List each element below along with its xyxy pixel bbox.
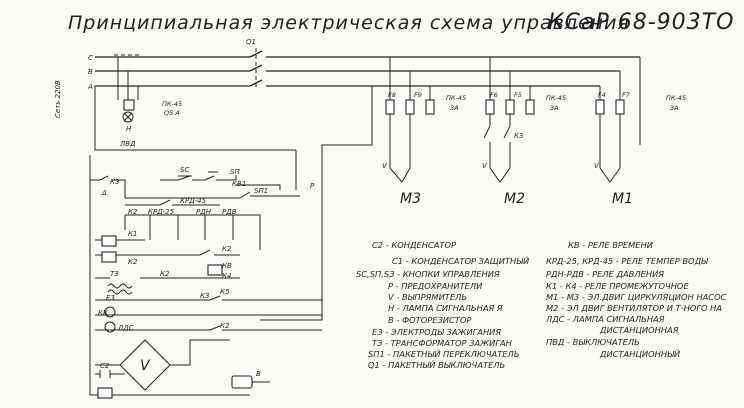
m3-rectifier-label: V [382,162,388,170]
control-circuit [89,86,373,399]
q1-label: Q1 [246,38,256,46]
kk-label: КК [98,309,109,317]
lds-label: ЛДС [117,324,134,332]
legend-right-item: РДН-РДВ - РЕЛЕ ДАВЛЕНИЯ [546,269,664,279]
f7-label: F7 [622,91,631,99]
legend-right-item: ДИСТАНЦИОННАЯ [599,325,679,335]
sc-label: SC [180,166,189,174]
f6-label: F6 [490,91,498,99]
pk45-a-rating: Q5 А [164,109,180,117]
e3-label: Е3 [106,294,115,302]
legend-right-item: М2 - ЭЛ ДВИГ ВЕНТИЛЯТОР И Т-НОГО НА [546,303,722,313]
pk45-c-rating: 3А [550,104,559,112]
p-label: Р [310,182,315,190]
legend-left-item: SC,SП,SЗ - КНОПКИ УПРАВЛЕНИЯ [356,269,500,279]
motor-m2-label: М2 [504,191,525,207]
rdn-label: РДН [196,208,212,216]
m1-rectifier-label: V [594,162,600,170]
f4-label: F4 [598,91,606,99]
k4-label: К4 [222,272,231,280]
legend-left-item: Н - ЛАМПА СИГНАЛЬНАЯ Я [388,303,503,313]
k2-contact-label: К2 [222,245,232,253]
pk45-d-label: ПК-45 [666,94,686,102]
k3-contact-label: К3 [514,132,523,140]
sp1-label: SП1 [254,187,268,195]
legend-right: КВ - РЕЛЕ ВРЕМЕНИ КРД-25, КРД-45 - РЕЛЕ … [545,240,727,359]
legend-right-item: КВ - РЕЛЕ ВРЕМЕНИ [568,240,653,250]
k2-label: К2 [128,208,138,216]
f5-label: F5 [514,91,522,99]
legend-right-item: К1 - К4 - РЕЛЕ ПРОМЕЖУТОЧНОЕ [546,281,689,291]
f8-label: F8 [388,91,396,99]
pk45-b-rating: 3А [450,104,459,112]
photoresistor-b-label: В [256,370,261,378]
rdv-label: РДВ [222,208,237,216]
legend-left: С2 - КОНДЕНСАТОР С1 - КОНДЕНСАТОР ЗАЩИТН… [356,240,529,370]
lamp-h-label: Н [126,125,132,133]
motor-m3-label: М3 [400,191,421,207]
legend-right-item: ЛДС - ЛАМПА СИГНАЛЬНАЯ [545,314,665,324]
f9-label: F9 [414,91,422,99]
k3-label: К3 [110,178,119,186]
krd25-label: КРД-25 [148,208,175,216]
m2-rectifier-label: V [482,162,488,170]
legend-left-item: В - ФОТОРЕЗИСТОР [388,315,471,325]
legend-left-item: Р - ПРЕДОХРАНИТЕЛИ [388,281,482,291]
pk45-b-label: ПК-45 [446,94,466,102]
pk45-c-label: ПК-45 [546,94,566,102]
legend-left-item: С1 - КОНДЕНСАТОР ЗАЩИТНЫЙ [392,255,529,266]
k1-label: К1 [128,230,137,238]
k2-coil-label: К2 [128,258,138,266]
pk45-d-rating: 3А [670,104,679,112]
pk45-a-label: ПК-45 [162,100,182,108]
legend-left-item: ТЗ - ТРАНСФОРМАТОР ЗАЖИГАН [372,338,513,348]
motor-m1-label: М1 [612,191,633,207]
pk45-lamp-switch [114,54,142,123]
diagram-title: Принципиальная электрическая схема управ… [68,12,630,34]
sp-label: SП [230,168,240,176]
k3-lower-label: К3 [200,292,209,300]
c2-label: С2 [100,362,110,370]
legend-right-item: М1 - М3 - ЭЛ.ДВИГ ЦИРКУЛЯЦИОН НАСОС [546,292,727,302]
m3-branch [385,57,435,183]
kv1-label: КВ1 [232,180,246,188]
kv-label: КВ [222,262,232,270]
network-label: Сеть 220В [54,80,62,118]
supply-bus [95,48,640,90]
m1-branch [595,57,641,183]
delta-label: Δ [101,189,107,197]
rectifier-v-label: V [140,358,151,374]
phase-c-label: С [88,54,93,62]
diagram-model-code: КСаР 68-903ТО [548,10,734,35]
k2-t3-label: К2 [160,270,170,278]
legend-left-item: SП1 - ПАКЕТНЫЙ ПЕРЕКЛЮЧАТЕЛЬ [368,348,519,359]
legend-right-item: ПВД - ВЫКЛЮЧАТЕЛЬ [546,337,640,347]
t3-label: Т3 [110,270,119,278]
phase-b-label: В [88,68,93,76]
krd45-label: КРД-45 [180,197,207,205]
lvd-label: ЛВД [119,140,136,148]
k5-label: К5 [220,288,230,296]
phase-a-label: А [87,83,93,91]
legend-left-item: С2 - КОНДЕНСАТОР [372,240,456,250]
legend-left-item: Q1 - ПАКЕТНЫЙ ВЫКЛЮЧАТЕЛЬ [368,359,505,370]
m2-branch [483,57,535,183]
legend-right-item: КРД-25, КРД-45 - РЕЛЕ ТЕМПЕР ВОДЫ [546,256,709,266]
k2-lower-label: К2 [220,322,230,330]
legend-left-item: V - ВЫПРЯМИТЕЛЬ [388,292,467,302]
legend-right-item: ДИСТАНЦИОННЫЙ [599,348,680,359]
legend-left-item: ЕЗ - ЭЛЕКТРОДЫ ЗАЖИГАНИЯ [372,327,501,337]
